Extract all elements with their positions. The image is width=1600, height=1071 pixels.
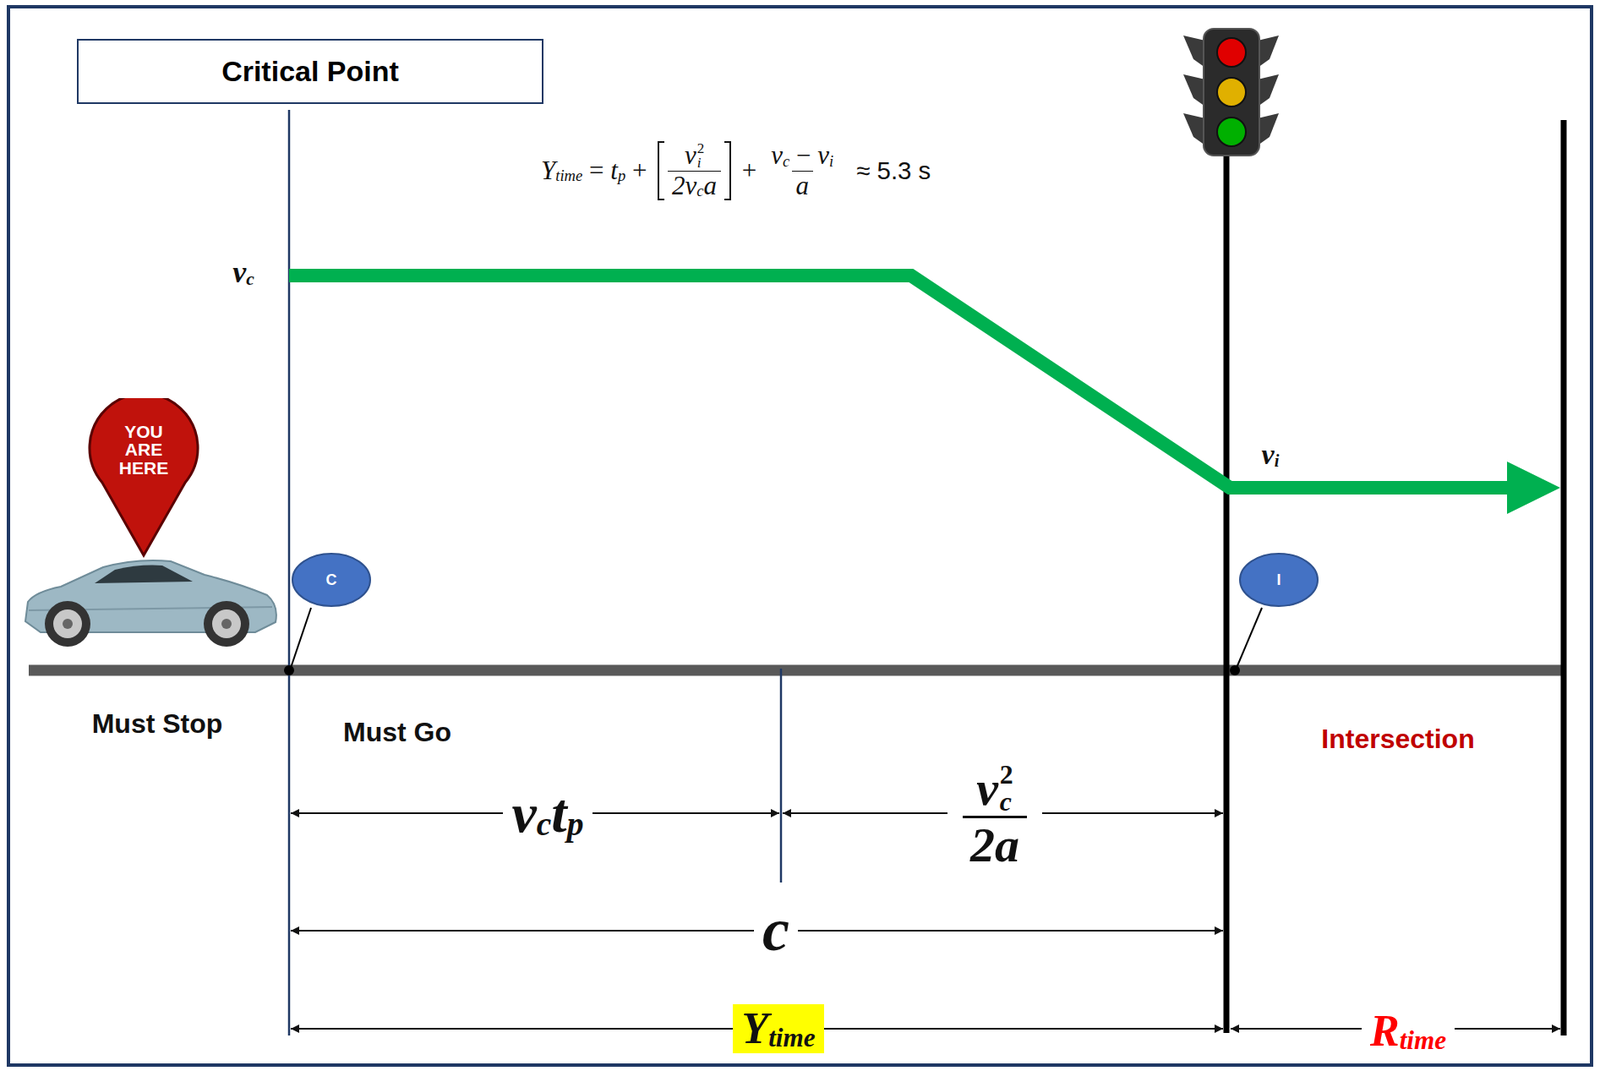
dimension-symbol: c — [999, 788, 1014, 816]
formula-symbol: ≈ 5.3 s — [856, 157, 931, 185]
point-dot — [1229, 665, 1240, 676]
dimension-symbol: v — [976, 761, 999, 816]
formula-symbol: 2v — [671, 171, 697, 201]
text-holder: C — [290, 551, 372, 608]
dimension-symbol: time — [768, 1023, 815, 1053]
node-text: I — [1276, 571, 1281, 590]
speed-profile — [289, 275, 1513, 488]
speed-arrowhead — [1507, 461, 1561, 514]
point-marker: I — [1238, 551, 1320, 608]
traffic-light — [1183, 28, 1279, 156]
car — [25, 560, 277, 647]
dimension-symbol: t — [551, 782, 567, 845]
speed-label: c — [245, 269, 255, 290]
frame — [8, 6, 1592, 1065]
zone-label: Must Go — [343, 717, 452, 748]
bracket-right — [724, 141, 732, 200]
formula: Ytime=tp+v2i2vca+vc−via≈ 5.3 s — [540, 141, 931, 200]
denominator: 2vca — [667, 170, 721, 201]
signal-pole — [1223, 153, 1230, 1033]
denominator: a — [791, 170, 814, 201]
dimension-symbol: c — [536, 806, 552, 844]
formula-symbol: − — [796, 141, 811, 170]
formula-symbol: Y — [540, 156, 556, 186]
zone-label: Must Go — [343, 717, 452, 748]
leader-line — [1236, 607, 1262, 668]
exponent-index: 2c — [999, 761, 1014, 816]
numerator: vc−vi — [767, 141, 838, 170]
fraction: v2c2a — [962, 761, 1027, 873]
formula-symbol: 2 — [697, 141, 705, 156]
speed-label: i — [1274, 451, 1280, 470]
formula-symbol: v — [770, 141, 783, 170]
text-holder: I — [1238, 551, 1320, 608]
formula-symbol: = — [589, 156, 604, 186]
numerator: v2i — [680, 141, 708, 170]
intersection-edge — [1561, 120, 1568, 1036]
dimension-label: v2c2a — [947, 761, 1044, 873]
formula-symbol: + — [742, 156, 757, 186]
zone-label: Must Stop — [92, 709, 224, 739]
leader-line — [290, 607, 312, 668]
location-pin: YOU ARE HERE — [87, 398, 202, 559]
dimension-symbol: R — [1370, 1006, 1400, 1055]
formula-symbol: v — [817, 141, 830, 170]
speed-label: vi — [1261, 438, 1280, 470]
formula-symbol: + — [632, 156, 647, 186]
bracket-body: v2i2vca — [664, 141, 726, 200]
speed-label: v — [1261, 438, 1275, 470]
dimension-label: Rtime — [1361, 1006, 1455, 1055]
dimension-label: vctp — [502, 782, 592, 845]
dimension-symbol: 2 — [999, 761, 1014, 789]
formula-symbol: i — [697, 155, 705, 170]
formula-symbol: i — [829, 152, 834, 170]
node-text: Critical Point — [221, 54, 399, 88]
speed-label: vc — [232, 256, 255, 290]
node-text: C — [326, 571, 338, 590]
dimension-label: Ytime — [732, 1004, 824, 1053]
formula-symbol: p — [617, 167, 626, 185]
fraction: vc−via — [767, 141, 838, 200]
dimension-symbol: p — [567, 806, 585, 844]
formula-symbol: t — [610, 156, 618, 186]
formula-symbol: v — [684, 141, 697, 170]
exponent-index: 2i — [697, 141, 705, 170]
dimension-label: c — [753, 896, 798, 964]
divider-line — [780, 668, 783, 883]
dimension-symbol: time — [1399, 1026, 1447, 1055]
node-text: YOU ARE HERE — [113, 422, 175, 477]
point-dot — [283, 665, 295, 676]
critical-line — [288, 109, 291, 1036]
point-marker: C — [290, 551, 372, 608]
dimension-symbol: v — [511, 782, 536, 845]
formula-symbol: a — [704, 171, 718, 201]
formula-symbol: a — [796, 171, 810, 201]
dimension-symbol: Y — [741, 1004, 769, 1053]
road — [28, 665, 1565, 677]
zone-label: Intersection — [1321, 724, 1475, 754]
dimension-symbol: 2a — [970, 818, 1020, 873]
bracket-left — [657, 141, 665, 200]
denominator: 2a — [962, 815, 1027, 873]
numerator: v2c — [969, 761, 1022, 816]
heading-box: Critical Point — [76, 38, 544, 104]
zone-label: Must Stop — [92, 709, 224, 739]
formula-symbol: c — [696, 182, 704, 200]
zone-label: Intersection — [1321, 724, 1475, 754]
text-holder: YOU ARE HERE — [97, 416, 191, 483]
square-bracket: v2i2vca — [657, 141, 732, 200]
formula-symbol: time — [555, 167, 583, 185]
speed-label: v — [232, 256, 246, 290]
formula-symbol: c — [782, 152, 790, 170]
dimension-symbol: c — [762, 896, 790, 964]
fraction: v2i2vca — [667, 141, 721, 200]
